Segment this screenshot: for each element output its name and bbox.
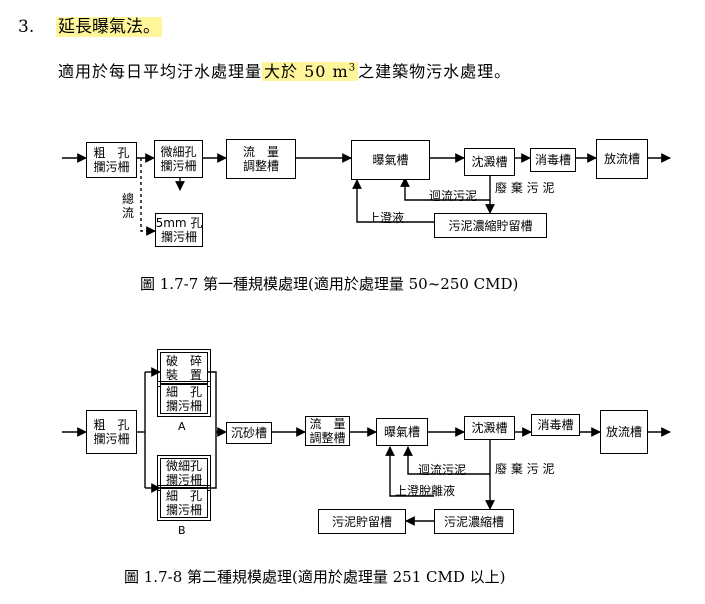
d1-disinfection-tank: 消毒槽 <box>530 148 576 172</box>
description-post: 之建築物污水處理。 <box>358 62 512 81</box>
description-highlight: 大於 50 m3 <box>262 62 359 81</box>
d2-sludge-storage-tank: 污泥貯留槽 <box>318 509 406 534</box>
d2-grit-chamber: 沉砂槽 <box>226 422 272 444</box>
d1-equalization-tank: 流 量 調整槽 <box>226 139 296 179</box>
d2-waste-sludge-label: 廢 棄 污 泥 <box>495 462 555 476</box>
d2-fine-screen-a: 細 孔 攔污柵 <box>157 381 211 417</box>
description-highlight-text: 大於 50 m <box>264 62 349 81</box>
d1-sludge-storage-tank: 污泥濃縮貯留槽 <box>434 213 547 238</box>
diagram2-caption: 圖 1.7-8 第二種規模處理(適用於處理量 251 CMD 以上) <box>124 568 506 586</box>
d2-sludge-thickener: 污泥濃縮槽 <box>434 509 514 534</box>
d1-return-sludge-label: 迴流污泥 <box>429 189 478 203</box>
d1-mm-screen: 5mm 孔 攔污柵 <box>155 213 203 247</box>
d1-supernatant-label: 上澄液 <box>368 211 405 225</box>
d2-return-sludge-label: 迴流污泥 <box>418 463 467 477</box>
d2-label-b: B <box>178 524 186 537</box>
description-superscript: 3 <box>348 62 357 74</box>
d1-fine-screen: 微細孔 攔污柵 <box>154 140 203 178</box>
d2-micro-screen: 微細孔 攔污柵 <box>157 455 211 491</box>
d2-disinfection-tank: 消毒槽 <box>531 414 580 436</box>
d2-fine-screen-b: 細 孔 攔污柵 <box>157 485 211 521</box>
section-heading: 3. 延長曝氣法。 <box>18 12 162 37</box>
d1-aeration-tank: 曝氣槽 <box>351 140 430 180</box>
d1-discharge-tank: 放流槽 <box>596 139 648 179</box>
d2-discharge-tank: 放流槽 <box>600 410 648 454</box>
d1-sedimentation-tank: 沈澱槽 <box>464 148 515 176</box>
d2-crusher: 破 碎 裝 置 <box>157 349 211 387</box>
d1-bypass-label: 總流 <box>121 192 134 220</box>
d2-aeration-tank: 曝氣槽 <box>376 418 428 446</box>
diagram1-caption: 圖 1.7-7 第一種規模處理(適用於處理量 50~250 CMD) <box>140 275 519 293</box>
d1-coarse-screen: 粗 孔 攔污柵 <box>86 142 137 178</box>
d1-waste-sludge-label: 廢 棄 污 泥 <box>495 181 555 195</box>
d2-supernatant-label: 上澄脫離液 <box>395 484 456 498</box>
d2-equalization-tank: 流 量 調整槽 <box>305 416 350 446</box>
section-title: 延長曝氣法。 <box>56 17 162 37</box>
d2-coarse-screen: 粗 孔 攔污柵 <box>86 410 137 454</box>
description-pre: 適用於每日平均汙水處理量 <box>58 62 263 81</box>
d2-sedimentation-tank: 沈澱槽 <box>464 416 515 440</box>
section-number: 3. <box>18 17 35 37</box>
d2-label-a: A <box>178 420 186 433</box>
